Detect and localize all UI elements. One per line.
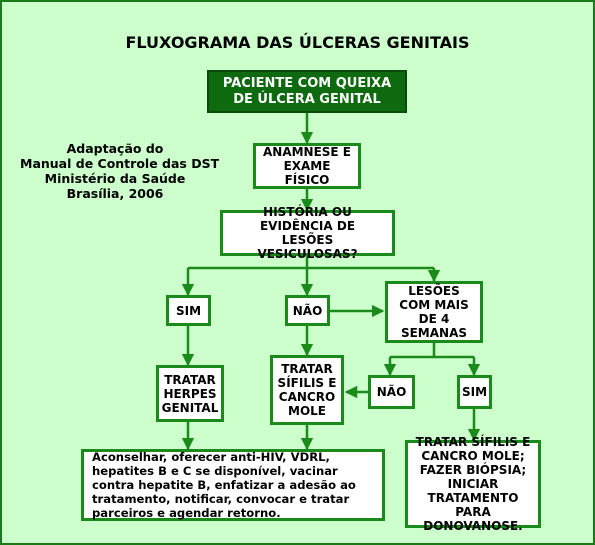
sim-branch-1: SIM <box>166 295 211 326</box>
herpes-treatment-label: TRATAR HERPES GENITAL <box>161 372 219 415</box>
nao-branch-2-label: NÃO <box>376 385 407 399</box>
credit-line-3: Ministério da Saúde <box>44 171 186 186</box>
anamnese-node-label: ANAMNESE E EXAME FÍSICO <box>262 145 351 187</box>
historia-decision-label: HISTÓRIA OU EVIDÊNCIA DE LESÕES VESICULO… <box>257 205 358 261</box>
credit-line-2: Manual de Controle das DST <box>20 156 220 171</box>
historia-decision-node: HISTÓRIA OU EVIDÊNCIA DE LESÕES VESICULO… <box>220 205 395 261</box>
source-credit: Adaptação do Manual de Controle das DST … <box>20 141 220 201</box>
lesoes-decision-label: LESÕES COM MAIS DE 4 SEMANAS <box>399 284 469 340</box>
sim-branch-2: SIM <box>457 375 492 409</box>
anamnese-node: ANAMNESE E EXAME FÍSICO <box>253 143 361 189</box>
sim-branch-2-label: SIM <box>461 385 488 399</box>
start-node: PACIENTE COM QUEIXA DE ÚLCERA GENITAL <box>207 70 407 113</box>
credit-line-1: Adaptação do <box>66 141 164 156</box>
start-node-label: PACIENTE COM QUEIXA DE ÚLCERA GENITAL <box>222 75 392 107</box>
aconselhar-label: Aconselhar, oferecer anti-HIV, VDRL, hep… <box>92 450 356 520</box>
diagram-title: FLUXOGRAMA DAS ÚLCERAS GENITAIS <box>125 33 470 52</box>
nao-branch-1: NÃO <box>285 295 330 326</box>
herpes-treatment-node: TRATAR HERPES GENITAL <box>156 365 224 422</box>
nao-branch-1-label: NÃO <box>292 303 323 318</box>
nao-branch-2: NÃO <box>368 375 415 409</box>
lesoes-decision-node: LESÕES COM MAIS DE 4 SEMANAS <box>385 281 483 343</box>
credit-line-4: Brasília, 2006 <box>66 186 164 201</box>
sim-branch-1-label: SIM <box>175 303 202 318</box>
sifilis-treatment-label: TRATAR SÍFILIS E CANCRO MOLE <box>277 362 337 418</box>
donovanose-node: TRATAR SÍFILIS E CANCRO MOLE; FAZER BIÓP… <box>405 435 541 533</box>
donovanose-label: TRATAR SÍFILIS E CANCRO MOLE; FAZER BIÓP… <box>415 435 531 533</box>
aconselhar-node: Aconselhar, oferecer anti-HIV, VDRL, hep… <box>81 449 385 521</box>
sifilis-treatment-node: TRATAR SÍFILIS E CANCRO MOLE <box>270 355 344 425</box>
